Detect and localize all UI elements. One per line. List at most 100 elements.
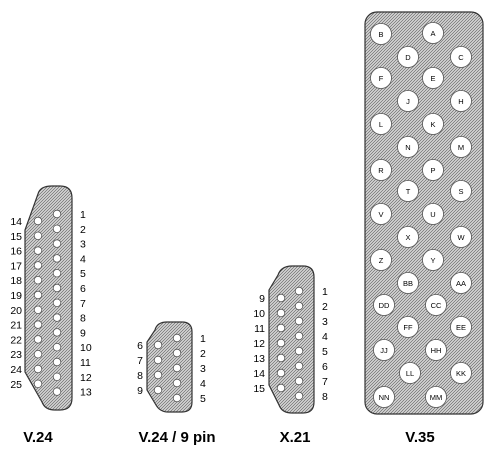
pin-number-label: 3 (322, 316, 328, 328)
pin-number-label: 4 (200, 378, 206, 390)
v35-pin-label: S (458, 187, 463, 196)
v35-pin-label: Y (430, 256, 435, 265)
pin-7 (294, 376, 304, 386)
pin-number-label: 9 (259, 293, 265, 305)
v35-pin-ff (397, 316, 419, 338)
pin-5 (52, 269, 62, 278)
pin-number-label: 10 (253, 308, 265, 320)
pin-9 (153, 385, 163, 395)
pin-number-label: 6 (322, 361, 328, 373)
v35-pin-label: N (405, 143, 410, 152)
v35-pin-j (397, 90, 419, 112)
v35-pin-b (370, 23, 392, 45)
pin-21 (33, 320, 43, 329)
pin-17 (33, 261, 43, 270)
pin-number-label: 17 (10, 260, 22, 272)
pin-8 (52, 313, 62, 322)
pin-number-label: 15 (10, 231, 22, 243)
pin-number-label: 1 (322, 286, 328, 298)
pin-number-label: 22 (10, 334, 22, 346)
pin-number-label: 5 (80, 268, 86, 280)
pin-number-label: 1 (80, 209, 86, 221)
v35-pin-label: HH (431, 346, 442, 355)
pin-number-label: 12 (253, 338, 265, 350)
v35-pin-label: H (458, 97, 463, 106)
v35-pin-label: E (430, 74, 435, 83)
v35-pin-label: Z (379, 256, 384, 265)
pin-10 (52, 343, 62, 352)
v35-pin-label: B (378, 30, 383, 39)
v35-pin-t (397, 180, 419, 202)
pin-number-label: 1 (200, 333, 206, 345)
v35-pin-ll (399, 362, 421, 384)
pin-number-label: 13 (80, 387, 92, 399)
pin-16 (33, 246, 43, 255)
v35-pin-label: W (457, 233, 465, 242)
v35-pin-label: A (430, 29, 435, 38)
v35-pin-label: M (458, 143, 464, 152)
v35-pin-r (370, 159, 392, 181)
pin-number-label: 3 (80, 239, 86, 251)
pin-number-label: 23 (10, 349, 22, 361)
v35-pin-a (422, 22, 444, 44)
v24-9pin-shell (146, 321, 193, 413)
pin-24 (33, 364, 43, 374)
v35-pin-d (397, 46, 419, 68)
pin-20 (33, 305, 43, 314)
pin-2 (294, 301, 304, 311)
x21-title: X.21 (280, 429, 311, 446)
pin-8 (294, 391, 304, 401)
pin-number-label: 6 (80, 283, 86, 295)
v35-pin-label: R (378, 166, 384, 175)
pin-7 (52, 298, 62, 307)
pin-5 (294, 346, 304, 356)
pin-23 (33, 350, 43, 359)
pin-2 (52, 224, 62, 233)
pin-1 (172, 333, 182, 343)
pin-1 (52, 209, 62, 219)
pin-number-label: 2 (80, 224, 86, 236)
v35-pin-w (450, 226, 472, 248)
pin-number-label: 7 (322, 376, 328, 388)
pin-12 (276, 338, 286, 348)
v35-pin-e (422, 67, 444, 89)
v35-pin-label: JJ (380, 346, 388, 355)
pin-15 (33, 231, 43, 240)
pin-number-label: 2 (200, 348, 206, 360)
v35-pin-label: X (405, 233, 410, 242)
pin-number-label: 19 (10, 290, 22, 302)
pin-25 (33, 379, 43, 388)
pin-number-label: 10 (80, 342, 92, 354)
pin-4 (294, 331, 304, 341)
pin-number-label: 11 (254, 323, 265, 335)
v35-pin-hh (425, 339, 447, 361)
pin-7 (153, 355, 163, 365)
v35-pin-label: BB (403, 279, 413, 288)
pin-12 (52, 372, 62, 381)
pin-3 (172, 363, 182, 373)
pin-number-label: 5 (322, 346, 328, 358)
pin-number-label: 14 (253, 368, 265, 380)
v35-pin-label: MM (430, 393, 443, 402)
v35-pin-label: P (430, 166, 435, 175)
pin-number-label: 25 (10, 379, 22, 391)
x21-shell (268, 265, 315, 414)
pin-4 (52, 254, 62, 263)
v35-pin-s (450, 180, 472, 202)
v35-pin-x (397, 226, 419, 248)
v35-pin-cc (425, 294, 447, 316)
pin-9 (276, 293, 286, 303)
v35-pin-mm (425, 386, 447, 408)
pin-number-label: 8 (137, 370, 143, 382)
pin-19 (33, 290, 43, 300)
pin-14 (276, 368, 286, 378)
v35-pin-ee (450, 316, 472, 338)
pin-number-label: 9 (80, 327, 86, 339)
pin-2 (172, 348, 182, 358)
v35-pin-label: U (430, 210, 435, 219)
v35-pin-v (370, 203, 392, 225)
pin-number-label: 15 (253, 383, 265, 395)
